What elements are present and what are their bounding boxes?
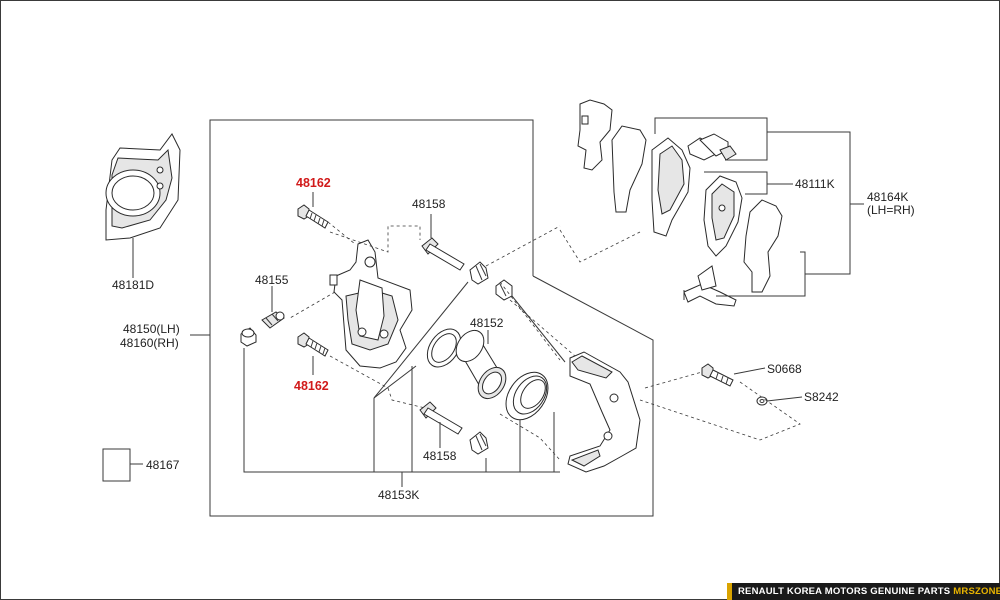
pad-retainer <box>683 265 737 307</box>
bracket-48164K <box>767 131 851 275</box>
piston-boot <box>505 371 549 421</box>
assembly-tree <box>243 281 566 487</box>
piston <box>455 329 507 400</box>
guide-pin-bottom <box>419 401 463 448</box>
caliper-bracket <box>567 351 641 473</box>
caliper-assembly-box <box>209 119 654 517</box>
wear-clips <box>687 133 737 161</box>
bracket-pad-kit-bottom <box>716 251 806 297</box>
footer-site: MRSZONE <box>953 586 1000 597</box>
label-48160: 48160(RH) <box>120 336 179 350</box>
label-48152: 48152 <box>470 316 504 330</box>
anti-squeal-shim-bottom <box>743 199 783 293</box>
label-48150: 48150(LH) <box>123 322 180 336</box>
pin-boot-top <box>469 261 489 285</box>
label-s8242: S8242 <box>804 390 839 404</box>
label-48164K: 48164K <box>867 190 908 204</box>
footer-brand: RENAULT KOREA MOTORS GENUINE PARTS <box>738 586 951 597</box>
pin-boot-bottom <box>469 431 489 455</box>
bolt-48162-top <box>297 192 329 229</box>
bolt-s0668 <box>701 363 734 387</box>
brand-footer: RENAULT KOREA MOTORS GENUINE PARTS MRSZO… <box>727 583 1000 600</box>
bracket-pad-kit-top <box>654 117 768 161</box>
bleeder-cap <box>240 327 257 347</box>
assembly-guides <box>289 221 801 461</box>
bleeder-screw <box>261 286 285 329</box>
guide-pin-top <box>421 214 465 271</box>
label-48164K-note: (LH=RH) <box>867 203 915 217</box>
piston-seal <box>426 328 462 368</box>
label-48162-bottom[interactable]: 48162 <box>294 379 329 393</box>
label-48111K: 48111K <box>795 177 835 191</box>
leader-s0668 <box>733 367 766 375</box>
label-s0668: S0668 <box>767 362 802 376</box>
brake-pad-inner <box>703 175 743 257</box>
label-48158-top: 48158 <box>412 197 446 211</box>
caliper-housing <box>329 239 413 369</box>
pin-boot-mid <box>495 279 513 301</box>
bolt-48162-bottom <box>297 332 329 375</box>
label-48167: 48167 <box>146 458 180 472</box>
label-48155: 48155 <box>255 273 289 287</box>
dust-shield <box>105 133 181 278</box>
pad-backing-top <box>611 125 647 213</box>
brake-pad-outer <box>651 137 691 237</box>
anti-squeal-shim-top <box>577 99 613 171</box>
label-48162-top[interactable]: 48162 <box>296 176 331 190</box>
label-48158-bottom: 48158 <box>423 449 457 463</box>
label-48181D: 48181D <box>112 278 154 292</box>
leader-s8242 <box>766 396 803 402</box>
washer-s8242 <box>756 396 768 406</box>
label-48153K: 48153K <box>378 488 419 502</box>
part-48167-box <box>102 448 131 482</box>
bracket-48111K <box>704 171 768 195</box>
